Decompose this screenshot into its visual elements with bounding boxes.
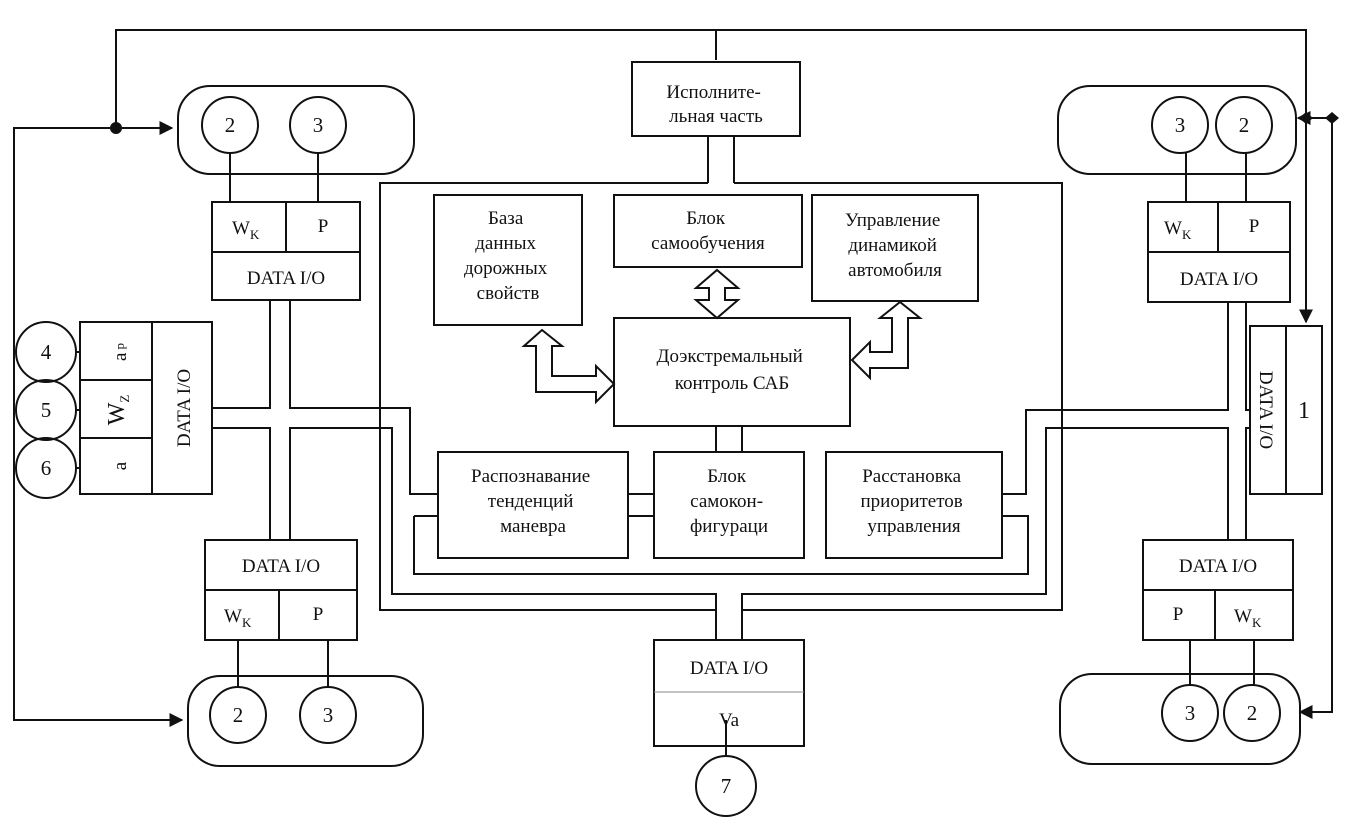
sensor-2-fr xyxy=(1215,96,1273,154)
block-priority-arrangement-label: Расстановка приоритетов управления xyxy=(860,466,967,537)
block-maneuver-recognition xyxy=(437,451,629,559)
sensor-5-label: 5 xyxy=(41,398,52,422)
sensor-3-rr-label: 3 xyxy=(1185,701,1196,725)
block-executive-label: Исполните- льная часть xyxy=(666,82,765,127)
junction-diamond-right-1 xyxy=(1299,112,1313,124)
p-label-fr: P xyxy=(1249,216,1260,237)
block-database xyxy=(433,194,583,326)
wk-label-fr: WK xyxy=(1164,218,1192,242)
junction-diamond-right-2 xyxy=(1325,112,1339,124)
control-frame xyxy=(379,182,1063,640)
block-pre-extreme-control-label: Доэкстремальный контроль САБ xyxy=(657,346,808,394)
block-database-label: База данных дорожных свойств xyxy=(464,208,552,304)
io-label-rear-left: DATA I/O xyxy=(242,556,320,577)
hollow-arrow-self-learning xyxy=(693,268,741,320)
sensor-3-fr-label: 3 xyxy=(1175,113,1186,137)
io-label-unit-1: DATA I/O xyxy=(1255,371,1276,449)
wheel-rear-left xyxy=(187,675,424,767)
top-bus-line xyxy=(115,29,1307,320)
io-label-speed: DATA I/O xyxy=(690,658,768,679)
sensor-3-fl-label: 3 xyxy=(313,113,324,137)
wk-label-fl: WK xyxy=(232,218,260,242)
wheel-front-right xyxy=(1057,85,1297,175)
left-bus-line xyxy=(13,127,184,727)
block-dynamics-control-label: Управление динамикой автомобиля xyxy=(845,210,945,281)
io-label-front-right: DATA I/O xyxy=(1180,269,1258,290)
wz-label: WZ xyxy=(104,395,132,426)
sensor-3-rl-label: 3 xyxy=(323,703,334,727)
p-label-rr: P xyxy=(1173,604,1184,625)
sensor-2-rr xyxy=(1223,684,1281,742)
unit-1-label: 1 xyxy=(1298,398,1310,424)
a-label: a xyxy=(110,461,131,470)
speed-label: Va xyxy=(719,710,740,731)
block-pre-extreme-control xyxy=(613,317,851,427)
junction-dot-left xyxy=(110,122,122,134)
block-self-learning-label: Блок самообучения xyxy=(651,208,765,254)
sensor-4-label: 4 xyxy=(41,340,52,364)
block-dynamics-control xyxy=(811,194,979,302)
p-label-rl: P xyxy=(313,604,324,625)
block-executive xyxy=(631,61,801,137)
sensor-7-label: 7 xyxy=(721,774,732,798)
io-unit-speed xyxy=(653,639,805,747)
wheel-rear-right xyxy=(1059,673,1301,765)
io-label-rear-right: DATA I/O xyxy=(1179,556,1257,577)
block-self-config xyxy=(653,451,805,559)
sensor-3-fr xyxy=(1151,96,1209,154)
block-self-config-label: Блок самокон- фигураци xyxy=(690,466,768,537)
io-label-sensor-block: DATA I/O xyxy=(174,369,195,447)
right-bus-line xyxy=(1298,118,1333,719)
block-self-learning xyxy=(613,194,803,268)
sensor-2-fl-label: 2 xyxy=(225,113,236,137)
hollow-arrow-database xyxy=(521,328,616,405)
sensor-2-rl-label: 2 xyxy=(233,703,244,727)
p-label-fl: P xyxy=(318,216,329,237)
wheel-front-left xyxy=(177,85,415,175)
block-maneuver-recognition-label: Распознавание тенденций маневра xyxy=(471,466,595,537)
ap-label: ap xyxy=(110,343,131,361)
block-priority-arrangement xyxy=(825,451,1003,559)
sensor-2-rr-label: 2 xyxy=(1247,701,1258,725)
sensor-6-label: 6 xyxy=(41,456,52,480)
sensor-2-fr-label: 2 xyxy=(1239,113,1250,137)
io-label-front-left: DATA I/O xyxy=(247,268,325,289)
wk-label-rl: WK xyxy=(224,606,252,630)
wk-label-rr: WK xyxy=(1234,606,1262,630)
hollow-arrow-dynamics xyxy=(850,300,923,381)
